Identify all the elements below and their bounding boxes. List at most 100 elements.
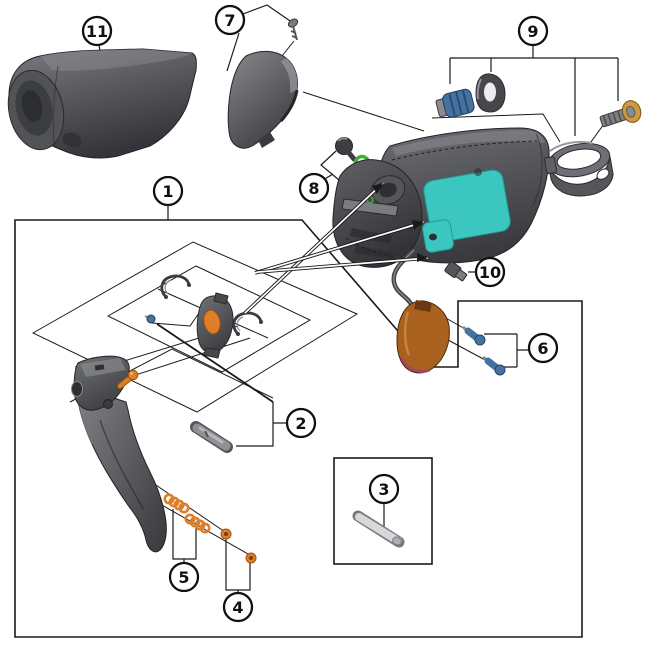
connector-tab <box>414 300 432 312</box>
main-lever-assembly <box>71 355 167 553</box>
band-opening <box>556 148 602 170</box>
callout-2-circle <box>285 407 317 439</box>
callout-10-label: 10 <box>479 263 501 282</box>
bracket-9 <box>449 45 619 136</box>
callout-9: 9 <box>517 15 549 47</box>
connector-body <box>396 300 450 374</box>
callout-3-circle <box>368 473 400 505</box>
clamp-bolt-part-10 <box>444 261 468 282</box>
orange-pin-stem <box>118 376 132 388</box>
callout-7-circle <box>214 4 246 36</box>
snap-ring-right-end1 <box>236 332 240 336</box>
band-tab <box>544 156 558 175</box>
front-latch <box>341 198 399 217</box>
plate-rim-highlight <box>281 58 298 93</box>
plate-body-line <box>302 91 425 132</box>
teal-pad-small <box>422 219 454 253</box>
shaft-groove <box>204 430 209 438</box>
arrow-3-core <box>257 257 429 273</box>
callout-2: 2 <box>285 407 317 439</box>
ratchet-orange-pad <box>203 309 221 335</box>
arrow-2-core <box>254 221 425 274</box>
ratchet-top-tab <box>213 292 229 305</box>
grommet-ring <box>475 73 506 113</box>
callout-3-label: 3 <box>378 480 389 499</box>
front-socket-hole <box>379 182 397 198</box>
bracket-7 <box>226 4 294 72</box>
plug-ribs <box>448 90 470 116</box>
pin3-body <box>355 513 402 545</box>
callout-7-label: 7 <box>224 11 235 30</box>
callout-4-circle <box>222 591 254 623</box>
snap-ring-left-hl <box>164 279 172 295</box>
snap-ring-left-end2 <box>187 283 191 287</box>
plane-quad-outer <box>31 241 359 413</box>
body-top-face <box>392 130 545 156</box>
bracket-2 <box>236 402 287 447</box>
pin3-end <box>392 536 402 546</box>
arrow-1-head <box>372 183 383 194</box>
wire-plug <box>435 88 475 118</box>
shaft-highlight <box>198 426 224 444</box>
callout-8: 8 <box>298 172 330 204</box>
hood-top-face <box>40 49 192 71</box>
callout-9-circle <box>517 15 549 47</box>
callout-10: 10 <box>474 256 506 288</box>
screw-6a-shaft <box>464 327 481 342</box>
connector-highlight <box>403 311 411 356</box>
callout-2-label: 2 <box>295 414 306 433</box>
snap-ring-left-wire <box>160 274 191 298</box>
pivot-axis-line <box>156 323 274 403</box>
callout-5: 5 <box>168 561 200 593</box>
callout-1-circle <box>152 175 184 207</box>
callout-9-label: 9 <box>527 22 538 41</box>
ratchet-foot <box>203 347 221 359</box>
nut-2-hole <box>249 556 253 560</box>
name-plate-part-7 <box>227 18 299 149</box>
group-box-3 <box>333 457 433 565</box>
blade-ridge <box>99 419 145 511</box>
block-knob <box>103 399 113 409</box>
callout-11: 11 <box>81 15 113 47</box>
callouts: 11 7 9 1 8 10 6 2 <box>81 4 559 623</box>
spring-axis-1 <box>149 480 232 537</box>
group-box-1 <box>14 219 583 638</box>
wire-connector-group <box>391 248 506 376</box>
orange-pin-highlight <box>130 372 133 375</box>
plate-screw-head <box>287 18 299 28</box>
snap-ring-right-wire <box>232 311 263 335</box>
snap-ring-left-end1 <box>164 295 168 299</box>
band-screw-center <box>625 105 636 118</box>
callout-5-circle <box>168 561 200 593</box>
grommet-hole <box>484 82 496 102</box>
snap-ring-right-end2 <box>259 320 263 324</box>
spring1-coil <box>178 502 190 514</box>
small-blue-screw <box>146 314 156 324</box>
block-boss <box>71 381 83 397</box>
insertion-arrows <box>243 181 429 315</box>
plate-tab <box>258 132 275 148</box>
nuts-part-4 <box>220 528 257 564</box>
callout-6-label: 6 <box>537 339 548 358</box>
bracket-4 <box>225 538 251 593</box>
connector-purple-edge <box>399 356 431 373</box>
pin-part-3 <box>352 510 405 548</box>
snap-ring-right <box>232 311 263 336</box>
band-side <box>548 156 614 197</box>
pivot-shaft-part-2 <box>190 421 233 453</box>
callout-11-circle <box>81 15 113 47</box>
arrow-2-head <box>412 220 424 230</box>
plug-plane-line <box>431 113 561 143</box>
callout-1-label: 1 <box>162 182 173 201</box>
snap-ring-right-hl <box>236 316 244 332</box>
callout-7: 7 <box>214 4 246 36</box>
bolt-shaft <box>455 269 468 282</box>
clamp-band <box>544 140 614 197</box>
callout-3: 3 <box>368 473 400 505</box>
band-screw <box>599 100 642 128</box>
front-slot-1 <box>350 228 392 244</box>
orange-pin-head <box>127 369 139 381</box>
body-end-seam <box>532 133 543 207</box>
callout-4: 4 <box>222 591 254 623</box>
callout-4-label: 4 <box>232 598 243 617</box>
